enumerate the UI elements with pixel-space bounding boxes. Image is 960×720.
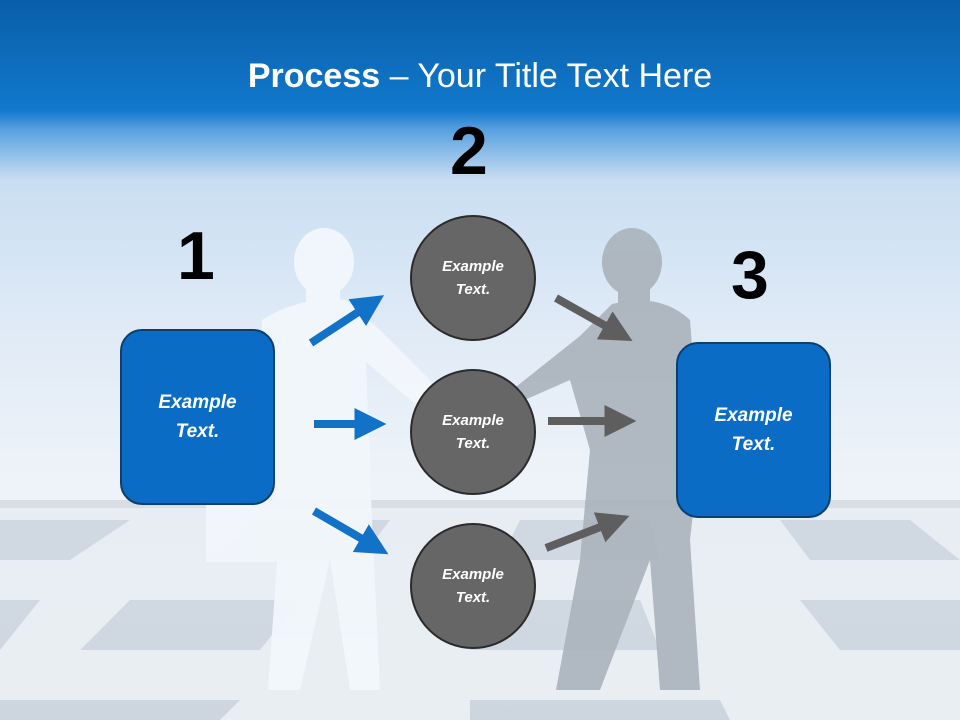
left-text-box: Example Text. xyxy=(120,329,275,505)
right-box-label: Example Text. xyxy=(714,405,793,455)
middle-circle: Example Text. xyxy=(410,369,536,495)
step-number-1: 1 xyxy=(177,218,215,294)
arrow-bottom-circle-to-right xyxy=(544,512,630,552)
arrow-left-to-top-circle xyxy=(308,295,385,347)
title-bold: Process xyxy=(247,57,381,95)
right-person-silhouette xyxy=(512,228,700,690)
bottom-circle: Example Text. xyxy=(410,523,536,649)
step-number-3: 3 xyxy=(731,237,769,313)
title-rest: – Your Title Text Here xyxy=(380,57,713,95)
step-number-2: 2 xyxy=(450,113,488,189)
middle-circle-label: Example Text. xyxy=(442,412,504,452)
arrow-left-to-bottom-circle xyxy=(311,507,389,555)
top-circle: Example Text. xyxy=(410,215,536,341)
left-box-label: Example Text. xyxy=(158,392,237,442)
bottom-circle-label: Example Text. xyxy=(442,566,504,606)
slide-title: Process – Your Title Text Here xyxy=(0,56,960,96)
top-circle-label: Example Text. xyxy=(442,258,504,298)
left-person-silhouette xyxy=(206,228,440,690)
right-text-box: Example Text. xyxy=(676,342,831,518)
arrow-top-circle-to-right xyxy=(554,294,633,342)
